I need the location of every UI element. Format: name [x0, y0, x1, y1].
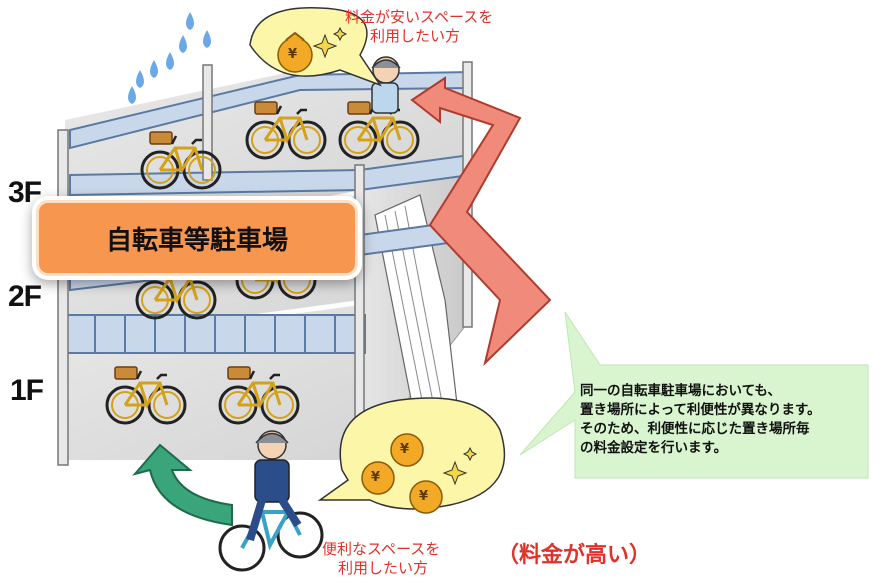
coin-yen-1: ¥: [288, 47, 298, 62]
info-note-line2: 置き場所によって利便性が異なります。: [580, 402, 821, 418]
cyclist-icon-upper: [338, 56, 420, 160]
info-note-line1: 同一の自転車駐車場においても、: [580, 383, 782, 399]
green-arrow: [132, 443, 233, 527]
coin-yen-3: ¥: [371, 470, 381, 485]
raindrop-icon: [128, 12, 211, 104]
sparkle-icon: [442, 446, 478, 486]
coin-yen-2: ¥: [400, 442, 410, 457]
top-bubble-line1: 料金が安いスペースを: [345, 8, 494, 26]
cyclist-icon-lower: [218, 430, 324, 572]
sparkle-icon: [312, 26, 348, 59]
railing-slats: [94, 315, 336, 353]
parking-title-banner: 自転車等駐車場: [36, 200, 358, 276]
coin-yen-4: ¥: [419, 489, 429, 504]
red-arrow: [410, 76, 552, 367]
bottom-bubble-line1: 便利なスペースを: [322, 540, 441, 558]
floor-label-2f: 2F: [8, 280, 42, 313]
coin-bag-icon: [361, 433, 443, 514]
price-high-label: （料金が高い）: [497, 543, 652, 568]
info-note-text: 同一の自転車駐車場においても、 置き場所によって利便性が異なります。 そのため、…: [580, 382, 870, 458]
floor-label-1f: 1F: [10, 374, 44, 407]
info-note-box: [519, 311, 869, 479]
floor-label-3f: 3F: [8, 176, 42, 209]
info-note-line4: の料金設定を行います。: [580, 440, 728, 456]
info-note-line3: そのため、利便性に応じた置き場所毎: [580, 421, 810, 437]
top-bubble-line2: 利用したい方: [370, 27, 461, 45]
bottom-bubble-line2: 利用したい方: [338, 559, 429, 577]
coin-bag-icon: [277, 31, 313, 73]
